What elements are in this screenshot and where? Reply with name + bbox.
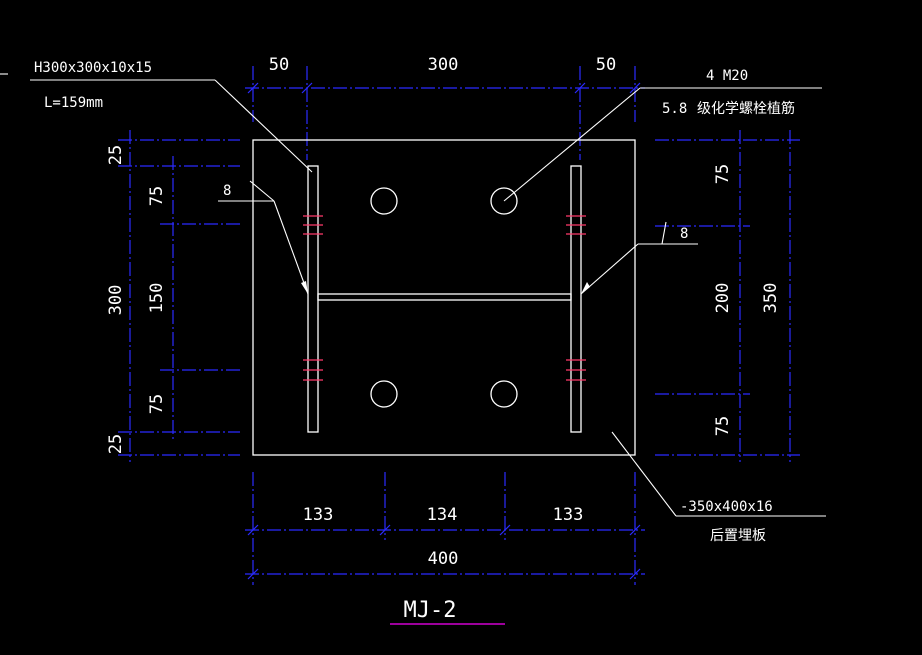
right-dim-350: 350 bbox=[761, 283, 781, 314]
left-dim-150: 150 bbox=[147, 283, 167, 314]
plate-name-label: 后置埋板 bbox=[710, 528, 766, 544]
steel-geometry bbox=[252, 139, 636, 456]
bolt-hole-top-left bbox=[370, 187, 398, 215]
top-dim-middle: 300 bbox=[428, 55, 459, 75]
bolt-hole-bottom-right bbox=[490, 380, 518, 408]
leader-lines bbox=[0, 73, 826, 517]
top-dim-left: 50 bbox=[269, 55, 289, 75]
left-dim-bottom-75: 75 bbox=[147, 394, 167, 414]
left-dim-300: 300 bbox=[106, 285, 126, 316]
left-dim-top-25: 25 bbox=[106, 145, 126, 165]
plate-leader bbox=[611, 431, 677, 517]
right-dim-bottom-75: 75 bbox=[713, 416, 733, 436]
web bbox=[317, 293, 572, 301]
left-dim-top-75: 75 bbox=[147, 186, 167, 206]
bolt-hole-bottom-left bbox=[370, 380, 398, 408]
bolt-grade-label: 5.8 bbox=[662, 101, 687, 117]
bolt-leader bbox=[503, 87, 641, 202]
weld-marks bbox=[303, 215, 586, 381]
right-dim-200: 200 bbox=[713, 283, 733, 314]
left-flange bbox=[307, 165, 319, 433]
section-leader bbox=[214, 79, 313, 173]
top-dim-right: 50 bbox=[596, 55, 616, 75]
leader-arrows bbox=[301, 281, 590, 294]
weld-size-right: 8 bbox=[680, 226, 688, 242]
embedded-plate bbox=[252, 139, 636, 456]
bottom-dim-middle: 134 bbox=[427, 505, 458, 525]
weld-right-leader bbox=[580, 243, 639, 295]
bottom-dim-right: 133 bbox=[553, 505, 584, 525]
weld-size-left: 8 bbox=[223, 183, 231, 199]
dimension-lines bbox=[118, 66, 800, 585]
drawing-title: MJ-2 bbox=[404, 598, 457, 623]
section-label: H300x300x10x15 bbox=[34, 60, 152, 76]
right-flange bbox=[570, 165, 582, 433]
weld-left-leader bbox=[273, 200, 309, 295]
bottom-dim-left: 133 bbox=[303, 505, 334, 525]
left-dim-bottom-25: 25 bbox=[106, 434, 126, 454]
bolt-type-label: 级化学螺栓植筋 bbox=[697, 100, 795, 117]
bolt-count-label: 4 M20 bbox=[706, 68, 748, 84]
length-label: L=159mm bbox=[44, 95, 103, 111]
bottom-dim-total: 400 bbox=[428, 549, 459, 569]
dimension-ticks bbox=[247, 82, 641, 580]
bolt-hole-top-right bbox=[490, 187, 518, 215]
right-dim-top-75: 75 bbox=[713, 164, 733, 184]
plate-size-label: -350x400x16 bbox=[680, 499, 773, 515]
